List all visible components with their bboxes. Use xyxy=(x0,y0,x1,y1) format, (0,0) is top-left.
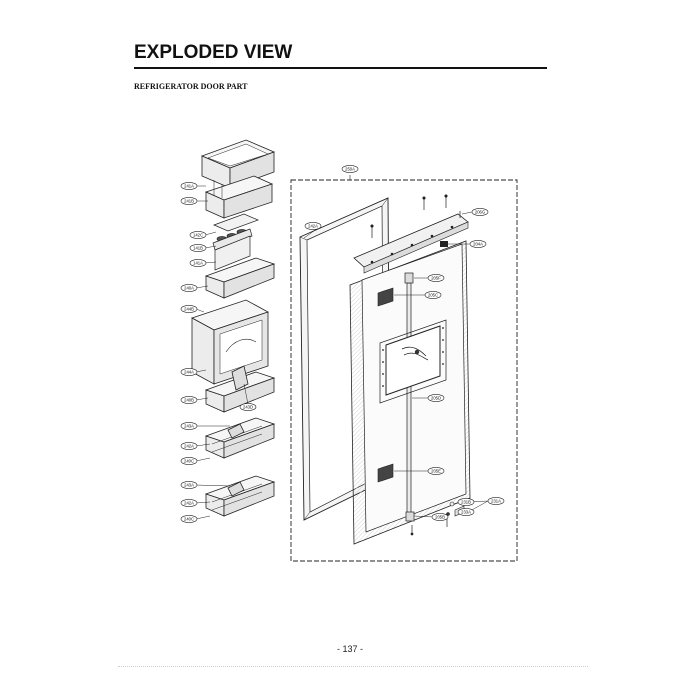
shelf-bin-1 xyxy=(204,257,276,299)
upper-bin xyxy=(204,175,274,219)
callout-label: 240A xyxy=(184,286,194,291)
dairy-compartment xyxy=(191,299,269,385)
callout-241A: 241A xyxy=(180,182,198,190)
callout-142C: 142C xyxy=(189,231,207,239)
callout-240C: 240C xyxy=(180,515,198,523)
callout-205F: 205F xyxy=(427,274,445,282)
callout-label: 240C xyxy=(184,459,194,464)
callout-141A: 141A xyxy=(189,259,207,267)
top-cover-bin xyxy=(200,139,276,189)
shelf-bin-4 xyxy=(204,475,276,517)
callout-205E: 205E xyxy=(427,467,445,475)
callout-label: 243A xyxy=(184,424,194,429)
callout-label: 240B xyxy=(184,398,194,403)
title-underline xyxy=(134,67,547,69)
callout-205C: 205C xyxy=(424,291,442,299)
callout-label: 204A xyxy=(473,242,483,247)
callout-label: 244A xyxy=(184,370,194,375)
callout-240A: 240A xyxy=(180,284,198,292)
callout-label: 240C xyxy=(184,517,194,522)
callout-244B: 244B xyxy=(180,305,198,313)
section-subtitle: REFRIGERATOR DOOR PART xyxy=(134,82,248,91)
callout-label: 241A xyxy=(184,184,194,189)
screws xyxy=(370,194,461,536)
door-top-cap xyxy=(353,213,469,274)
page-number: - 137 - xyxy=(336,644,363,654)
callout-242A: 242A xyxy=(304,222,322,230)
callout-label: 205C xyxy=(428,293,438,298)
callout-label: 142C xyxy=(193,233,203,238)
callout-241B: 241B xyxy=(180,197,198,205)
callout-205D: 205D xyxy=(427,394,445,402)
assembly-frame xyxy=(290,179,518,562)
dispenser-opening xyxy=(379,319,447,404)
callout-label: 206G xyxy=(475,210,485,215)
callout-label: 250A xyxy=(345,167,355,172)
callout-label: 242A xyxy=(308,224,318,229)
callout-label: 141A xyxy=(193,261,203,266)
callout-243A: 243A xyxy=(180,422,198,430)
callout-label: 141B xyxy=(193,246,203,251)
callout-label: 241B xyxy=(184,199,194,204)
callout-206G: 206G xyxy=(471,208,489,216)
callout-244A: 244A xyxy=(180,368,198,376)
callout-label: 233A xyxy=(461,510,471,515)
callout-242A: 242A xyxy=(180,499,198,507)
callout-240C: 240C xyxy=(180,457,198,465)
shelf-bin-2 xyxy=(204,365,276,413)
callout-231A: 231A xyxy=(487,497,505,505)
door-rod xyxy=(404,272,415,522)
callout-243D: 243D xyxy=(239,403,257,411)
egg-tray xyxy=(212,213,259,271)
callout-label: 205F xyxy=(431,276,441,281)
callout-141B: 141B xyxy=(189,244,207,252)
callout-label: 243A xyxy=(184,483,194,488)
callout-205B: 205B xyxy=(431,513,449,521)
shelf-bin-3 xyxy=(204,417,276,459)
callout-label: 205D xyxy=(431,396,441,401)
callout-250A: 250A xyxy=(341,165,359,173)
callout-242A: 242A xyxy=(180,442,198,450)
callout-label: 242A xyxy=(184,444,194,449)
callout-label: 205E xyxy=(431,469,441,474)
callout-240B: 240B xyxy=(180,396,198,404)
footer-divider xyxy=(118,666,588,667)
callout-label: 231A xyxy=(491,499,501,504)
callout-label: 231B xyxy=(461,500,471,505)
callout-233A: 233A xyxy=(457,508,475,516)
callout-label: 242A xyxy=(184,501,194,506)
page-title: EXPLODED VIEW xyxy=(134,42,293,63)
callout-231B: 231B xyxy=(457,498,475,506)
callout-204A: 204A xyxy=(469,240,487,248)
callout-243A: 243A xyxy=(180,481,198,489)
callout-label: 244B xyxy=(184,307,194,312)
callout-label: 243D xyxy=(243,405,253,410)
callout-label: 205B xyxy=(435,515,445,520)
leader-lines xyxy=(195,185,489,520)
hinge-pads xyxy=(377,287,394,483)
